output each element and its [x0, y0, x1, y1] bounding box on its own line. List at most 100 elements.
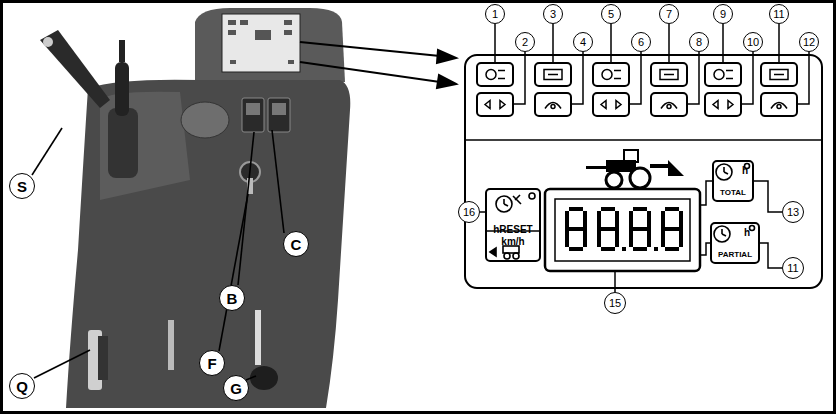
- tractor-icon: [586, 150, 684, 188]
- callout-circle: Q: [9, 373, 35, 399]
- indicator-box: [761, 63, 797, 86]
- display-label: h: [742, 166, 748, 176]
- digit-segment: [661, 211, 665, 229]
- indicator-symbol: [714, 70, 733, 80]
- callout-circle: 12: [799, 32, 819, 52]
- digit-segment: [569, 247, 583, 251]
- callout-circle: 13: [782, 201, 804, 223]
- digit-segment: [633, 247, 647, 251]
- callout-number: 13: [787, 207, 799, 218]
- indicator-box: [535, 63, 571, 86]
- pointer-arrow: [300, 42, 456, 88]
- digit-segment: [661, 229, 665, 247]
- callout-number: 8: [696, 37, 702, 48]
- callout-circle: 11: [769, 4, 789, 24]
- indicator-symbol: [545, 103, 561, 109]
- display-label: hRESET: [487, 225, 539, 235]
- callout-circle: F: [199, 350, 225, 376]
- callout-number: F: [207, 356, 216, 371]
- leader-line: [480, 24, 809, 292]
- instrument-panel: [465, 55, 822, 288]
- digit-segment: [597, 229, 601, 247]
- digit-segment: [601, 227, 615, 231]
- callout-circle: 8: [689, 32, 709, 52]
- indicator-symbol: [486, 70, 505, 80]
- indicator-box: [651, 93, 687, 116]
- display-label: TOTAL: [714, 189, 752, 197]
- callout-circle: 6: [631, 32, 651, 52]
- indicator-box: [593, 63, 629, 86]
- digit-segment: [647, 211, 651, 229]
- digit-segment: [583, 229, 587, 247]
- display-label: km/h: [487, 237, 539, 247]
- digit-segment: [647, 229, 651, 247]
- node-icons: [487, 164, 755, 260]
- callout-number: 7: [666, 9, 672, 20]
- digit-segment: [633, 207, 647, 211]
- callout-number: 2: [522, 37, 528, 48]
- callout-circle: 11: [782, 257, 804, 279]
- callout-circle: 3: [543, 4, 563, 24]
- decimal-point: [622, 247, 626, 251]
- callout-number: 15: [609, 298, 621, 309]
- digit-segment: [583, 211, 587, 229]
- callout-circle: 10: [743, 32, 763, 52]
- callout-circle: G: [223, 375, 249, 401]
- callout-number: 5: [608, 9, 614, 20]
- digit-segment: [597, 211, 601, 229]
- indicator-box: [477, 63, 513, 86]
- display-box: hTOTAL: [712, 160, 754, 202]
- digital-display: [545, 181, 712, 271]
- callout-number: 12: [803, 37, 815, 48]
- digit-segment: [601, 207, 615, 211]
- indicator-symbol: [602, 70, 621, 80]
- display-box: hPARTIAL: [710, 222, 760, 264]
- digit-segment: [665, 247, 679, 251]
- callout-circle: 5: [601, 4, 621, 24]
- digit-segment: [629, 229, 633, 247]
- digit-segment: [601, 247, 615, 251]
- indicator-box: [651, 63, 687, 86]
- decimal-point: [654, 247, 658, 251]
- callout-number: 1: [492, 9, 498, 20]
- display-label: PARTIAL: [712, 251, 758, 259]
- digit-segment: [565, 229, 569, 247]
- callout-circle: 16: [458, 201, 480, 223]
- indicator-symbol: [660, 70, 678, 80]
- callout-circle: 9: [713, 4, 733, 24]
- digit-segment: [629, 211, 633, 229]
- callout-number: 11: [787, 263, 798, 274]
- indicator-box: [593, 93, 629, 116]
- callout-circle: S: [9, 173, 35, 199]
- callout-circle: 7: [659, 4, 679, 24]
- indicator-box: [705, 93, 741, 116]
- indicator-box: [535, 93, 571, 116]
- callout-circle: C: [283, 231, 309, 257]
- digit-segment: [665, 207, 679, 211]
- indicator-symbol: [661, 103, 677, 109]
- dashboard-photo: [40, 8, 350, 408]
- indicator-symbol: [544, 70, 562, 80]
- callout-number: 6: [638, 37, 644, 48]
- callout-number: C: [291, 237, 302, 252]
- digit-segment: [665, 227, 679, 231]
- callout-number: 4: [580, 37, 586, 48]
- digit-segment: [679, 229, 683, 247]
- callout-number: S: [17, 179, 27, 194]
- indicator-symbol: [485, 101, 505, 109]
- indicator-box: [761, 93, 797, 116]
- digit-segment: [615, 211, 619, 229]
- callout-number: 11: [773, 9, 784, 20]
- callout-circle: B: [219, 285, 245, 311]
- callout-circle: 1: [485, 4, 505, 24]
- callout-number: 3: [550, 9, 556, 20]
- digit-segment: [569, 227, 583, 231]
- digit-segment: [615, 229, 619, 247]
- callout-number: B: [227, 291, 238, 306]
- callout-circle: 2: [515, 32, 535, 52]
- callout-number: Q: [16, 379, 28, 394]
- digit-segment: [569, 207, 583, 211]
- callout-number: 9: [720, 9, 726, 20]
